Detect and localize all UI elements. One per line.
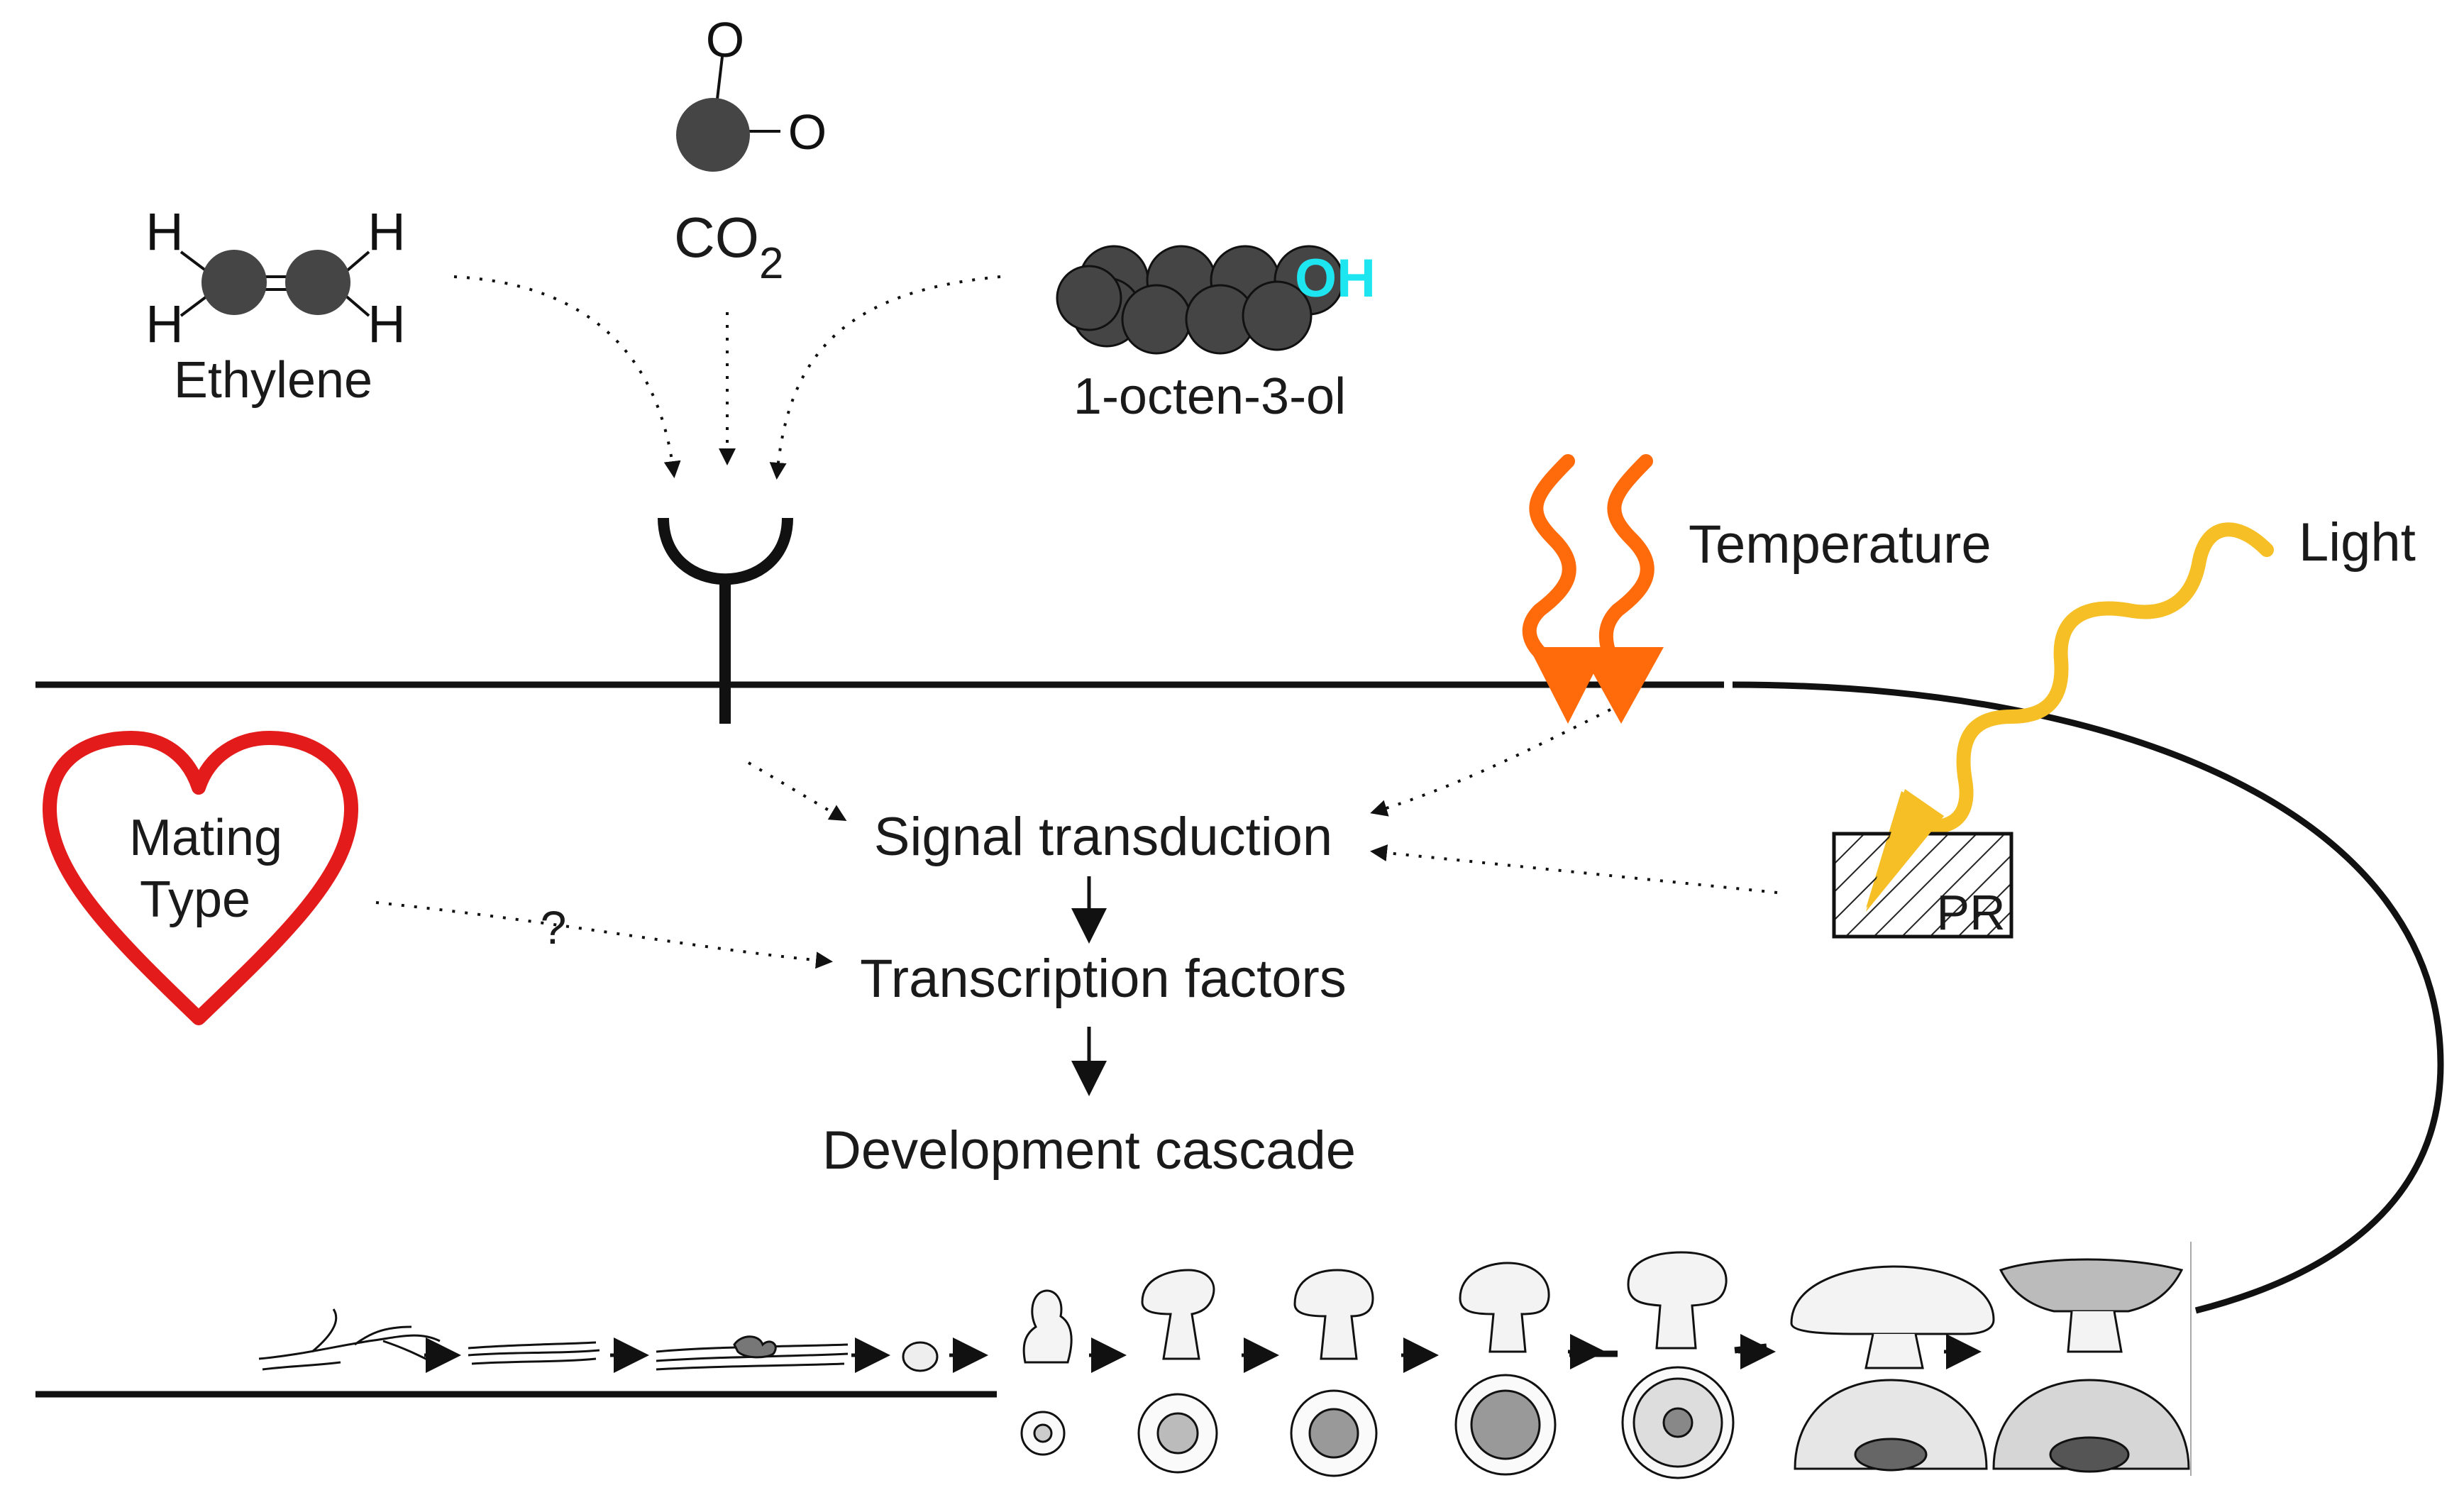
signal-transduction-label: Signal transduction: [874, 807, 1332, 867]
light-to-transduction-arrow: [1370, 844, 1778, 894]
octenol-to-receptor-arrow: [769, 275, 1001, 480]
receptor-icon: [658, 517, 793, 724]
temperature-to-transduction-arrow: [1370, 708, 1611, 817]
hydrogen-atom-label: H: [145, 202, 183, 261]
mating-to-transcription-arrow: [375, 901, 833, 969]
hyphae-stage-icon: [258, 1308, 441, 1371]
mating-type-label-line2: Type: [140, 871, 250, 928]
temperature-label: Temperature: [1689, 514, 1991, 575]
development-cascade-label: Development cascade: [822, 1120, 1356, 1181]
mushroom-icon: [1790, 1265, 1995, 1472]
mushroom-icon: [1992, 1258, 2190, 1473]
oxygen-atom-label: O: [706, 12, 744, 67]
mushroom-icon: [1621, 1251, 1735, 1479]
photoreceptor-box-icon: PR: [1832, 789, 2013, 940]
carbon-atom: [676, 98, 750, 172]
photoreceptor-label: PR: [1936, 885, 2005, 940]
octenol-label: 1-octen-3-ol: [1073, 368, 1346, 425]
mushroom-icon: [1137, 1269, 1218, 1474]
ethylene-to-receptor-arrow: [453, 275, 681, 478]
hydrogen-atom-label: H: [368, 294, 405, 353]
ethylene-label: Ethylene: [174, 352, 372, 409]
aggregate-stage-icon: [656, 1335, 849, 1371]
carbon-atom: [285, 250, 350, 315]
signaling-pathway: Signal transduction Transcription factor…: [822, 807, 1356, 1181]
light-label: Light: [2299, 512, 2416, 573]
hydrogen-atom-label: H: [368, 202, 405, 261]
oxygen-atom-label: O: [788, 104, 827, 160]
co2-label: CO2: [674, 206, 783, 288]
unknown-link-marker: ?: [541, 901, 567, 954]
volatile-signal-arrows: [453, 275, 1001, 480]
stage-arrows: [424, 1334, 1982, 1373]
carbon-atom: [201, 250, 267, 315]
transduction-input-arrows: [375, 708, 1778, 969]
heat-wave-icon: [1522, 454, 1664, 724]
mycelium-stage-icon: [468, 1341, 600, 1365]
co2-molecule: O O CO2: [674, 12, 827, 288]
heart-icon: [43, 731, 358, 1025]
receptor-to-transduction-arrow: [747, 761, 847, 822]
mating-type-label-line1: Mating: [129, 810, 282, 866]
development-stages: [258, 1242, 2192, 1479]
mushroom-icon: [1454, 1262, 1557, 1476]
button-stage-icon: [1020, 1289, 1073, 1456]
primordium-stage-icon: [902, 1341, 939, 1372]
octenol-molecule: OH 1-octen-3-ol: [1056, 245, 1376, 425]
ethylene-molecule: H H H H Ethylene: [145, 202, 405, 409]
hydroxyl-group-label: OH: [1295, 248, 1376, 309]
transcription-factors-label: Transcription factors: [860, 949, 1347, 1009]
hydrogen-atom-label: H: [145, 294, 183, 353]
mushroom-icon: [1290, 1269, 1378, 1477]
